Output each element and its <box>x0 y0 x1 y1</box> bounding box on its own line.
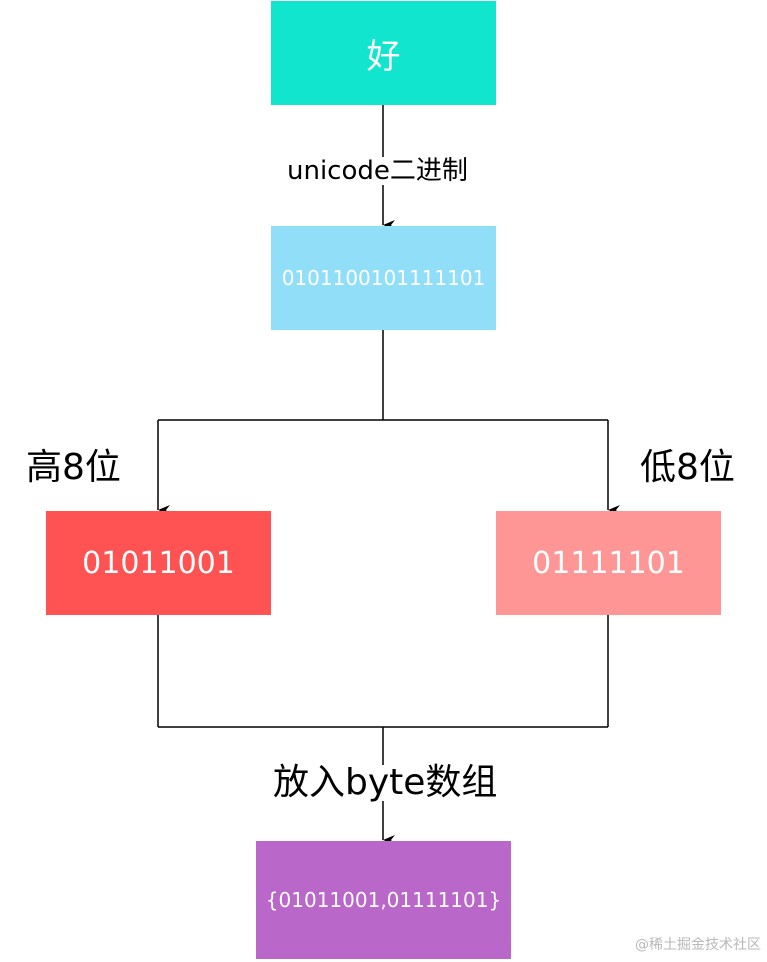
binary-text: 0101100101111101 <box>281 266 486 290</box>
high-byte-box: 01011001 <box>46 511 271 615</box>
low-byte-box: 01111101 <box>496 511 721 615</box>
byte-array-text: {01011001,01111101} <box>265 888 502 912</box>
binary-box: 0101100101111101 <box>271 226 496 330</box>
high-byte-text: 01011001 <box>82 545 235 581</box>
high-8-bits-label: 高8位 <box>26 447 121 488</box>
char-text: 好 <box>366 36 401 77</box>
watermark: @稀土掘金技术社区 <box>635 937 761 953</box>
char-box: 好 <box>271 1 496 105</box>
put-into-byte-array-label: 放入byte数组 <box>271 762 500 803</box>
low-byte-text: 01111101 <box>532 545 685 581</box>
unicode-binary-label: unicode二进制 <box>286 156 469 186</box>
low-8-bits-label: 低8位 <box>640 447 735 488</box>
byte-array-box: {01011001,01111101} <box>256 841 511 959</box>
